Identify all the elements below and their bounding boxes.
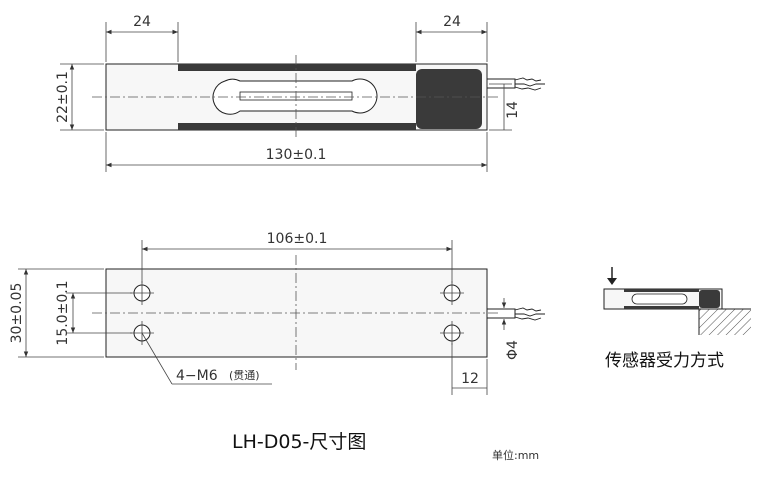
- hole-note: 4−M6: [176, 368, 218, 384]
- dim-front-height: 30±0.05: [9, 283, 25, 344]
- dim-front-holes: 106±0.1: [267, 231, 328, 247]
- front-view: 106±0.1 30±0.05 15.0±0.1 12 Φ4 4−M6 (贯通): [9, 231, 545, 395]
- top-slot-lower: [178, 123, 416, 130]
- dim-front-cable-dia: Φ4: [505, 340, 521, 360]
- cable-top: [486, 77, 545, 91]
- dim-front-hole-spacing: 15.0±0.1: [55, 280, 71, 345]
- top-view: 24 24 22±0.1 14 130±0.1: [55, 14, 545, 172]
- dim-top-length: 130±0.1: [266, 147, 327, 163]
- force-diagram: 传感器受力方式: [603, 267, 751, 371]
- dim-top-left: 24: [133, 14, 151, 30]
- dim-top-right: 24: [443, 14, 461, 30]
- cable-block: [416, 69, 482, 129]
- force-label: 传感器受力方式: [605, 351, 724, 371]
- force-arrow-icon: [607, 278, 617, 285]
- drawing-title: LH-D05-尺寸图: [232, 431, 366, 453]
- cable-front: [486, 307, 545, 321]
- dim-top-height: 22±0.1: [55, 71, 71, 123]
- unit-label: 单位:mm: [492, 448, 539, 462]
- dim-top-cable: 14: [505, 101, 521, 119]
- hole-note-detail: (贯通): [229, 369, 260, 382]
- dim-front-edge: 12: [461, 371, 479, 387]
